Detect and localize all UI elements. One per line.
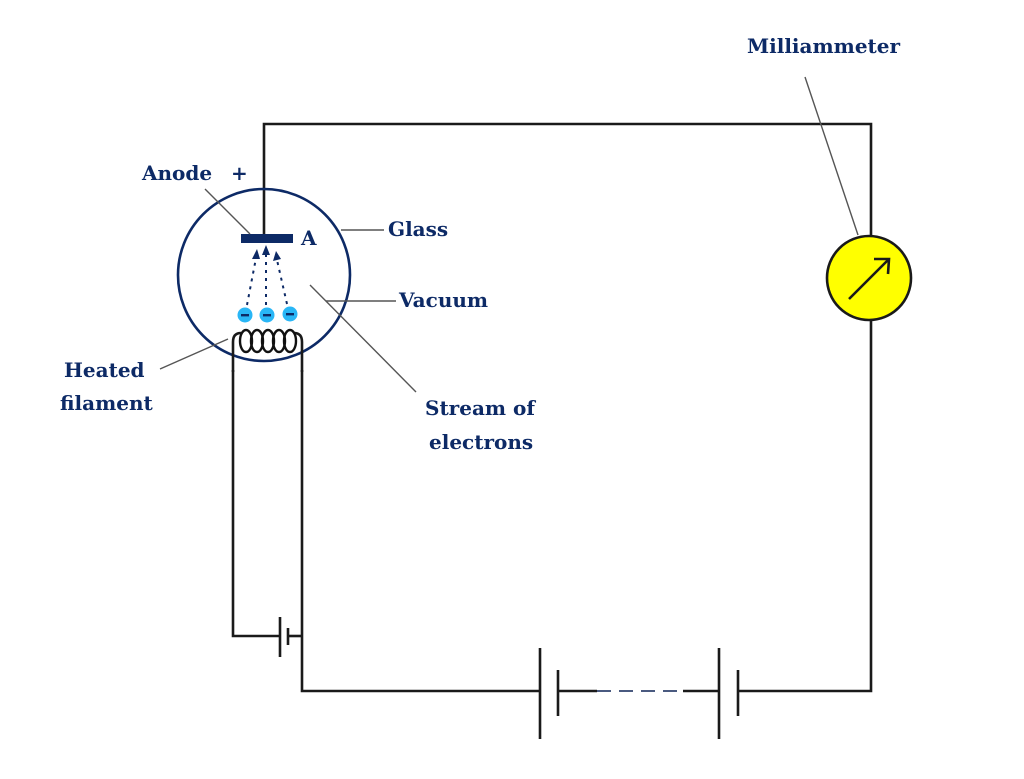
- wire-meter-to-bottom-right: [774, 320, 873, 693]
- filament-leg-right: [293, 331, 304, 372]
- leader-anode: [204, 188, 251, 235]
- label-anode: Anode: [141, 161, 212, 185]
- filament-leg-left: [231, 331, 242, 372]
- filament-coil: [238, 328, 298, 354]
- label-heated-filament-line1: Heated: [64, 358, 145, 382]
- wire-bottom-to-filament-right: [300, 370, 540, 693]
- milliammeter: [825, 234, 913, 322]
- label-vacuum: Vacuum: [398, 288, 488, 312]
- anode-plate: [241, 234, 293, 243]
- leader-stream: [309, 284, 417, 393]
- leader-milliammeter: [804, 76, 859, 236]
- wire-filament-left: [231, 370, 279, 638]
- label-anode-letter: A: [300, 226, 317, 250]
- electron: [259, 307, 275, 323]
- label-anode-positive: +: [231, 161, 248, 185]
- electron: [237, 307, 253, 323]
- label-milliammeter: Milliammeter: [747, 34, 901, 58]
- electron: [282, 306, 298, 322]
- leader-filament: [159, 338, 229, 370]
- electron-stream-arrows: [246, 245, 288, 306]
- label-stream-line1: Stream of: [425, 396, 536, 420]
- label-heated-filament-line2: filament: [60, 391, 154, 415]
- label-stream-line2: electrons: [429, 430, 533, 454]
- electrons: [237, 306, 298, 323]
- glass-envelope: [176, 187, 352, 363]
- label-glass: Glass: [388, 217, 448, 241]
- wire-anode-to-top: [262, 122, 873, 237]
